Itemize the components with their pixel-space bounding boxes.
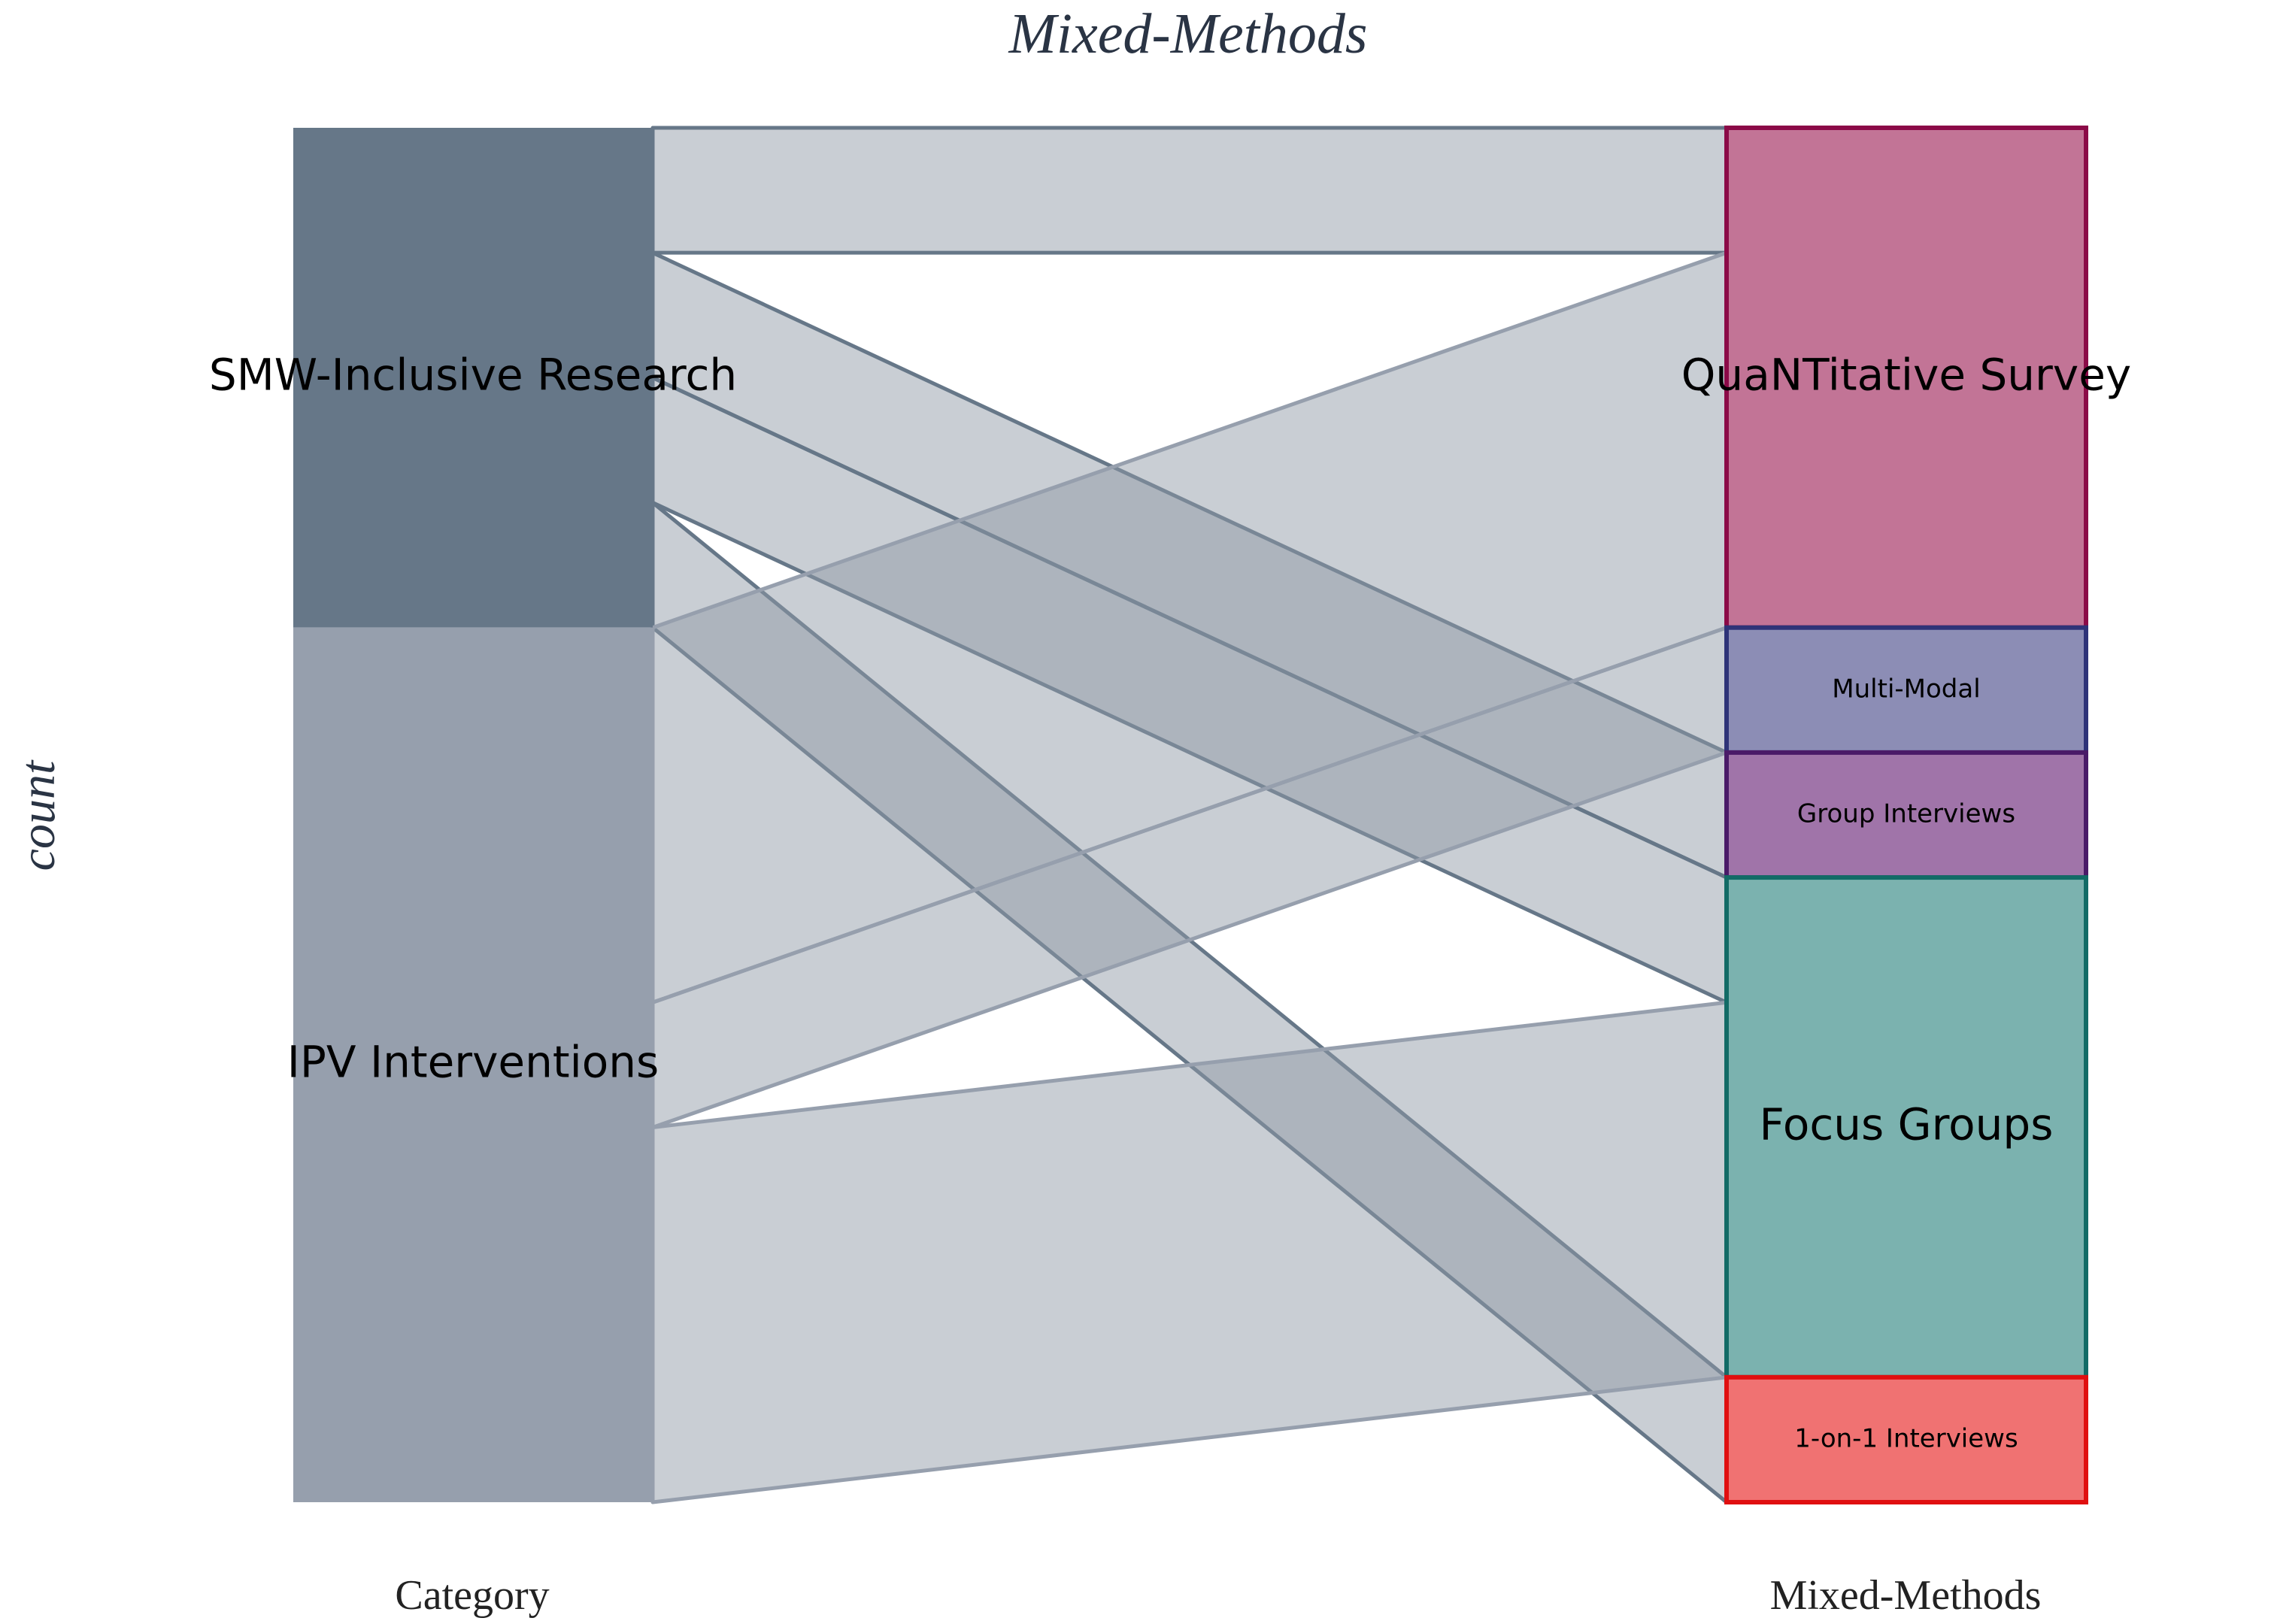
dimension-label-category: Category — [395, 1572, 549, 1619]
chart-title: Mixed-Methods — [1008, 2, 1368, 65]
method-label-quantitative-survey: QuaNTitative Survey — [1681, 349, 2131, 400]
method-bar-quantitative-survey[interactable] — [1724, 126, 2088, 630]
bars-layer — [293, 126, 2088, 1505]
category-bar-ipv-interventions[interactable] — [293, 627, 653, 1502]
ribbons-layer — [650, 126, 1729, 1504]
category-label-smw-inclusive-research: SMW-Inclusive Research — [209, 349, 737, 400]
ribbon-ipv-interventions-to-focus-groups[interactable] — [650, 1000, 1729, 1504]
method-bar-1-on-1-interviews[interactable] — [1724, 1374, 2088, 1505]
dimension-label-mixed-methods: Mixed-Methods — [1770, 1572, 2042, 1619]
method-label-group-interviews: Group Interviews — [1797, 799, 2015, 829]
category-bar-smw-inclusive-research[interactable] — [293, 128, 653, 628]
ribbon-smw-inclusive-research-to-quantitative-survey[interactable] — [650, 126, 1729, 255]
method-label-1-on-1-interviews: 1-on-1 Interviews — [1794, 1423, 2018, 1453]
category-label-ipv-interventions: IPV Interventions — [287, 1036, 659, 1087]
y-axis-label: count — [11, 759, 65, 871]
method-label-multi-modal: Multi-Modal — [1832, 674, 1980, 704]
method-label-focus-groups: Focus Groups — [1760, 1099, 2054, 1150]
method-bar-focus-groups[interactable] — [1724, 875, 2088, 1380]
